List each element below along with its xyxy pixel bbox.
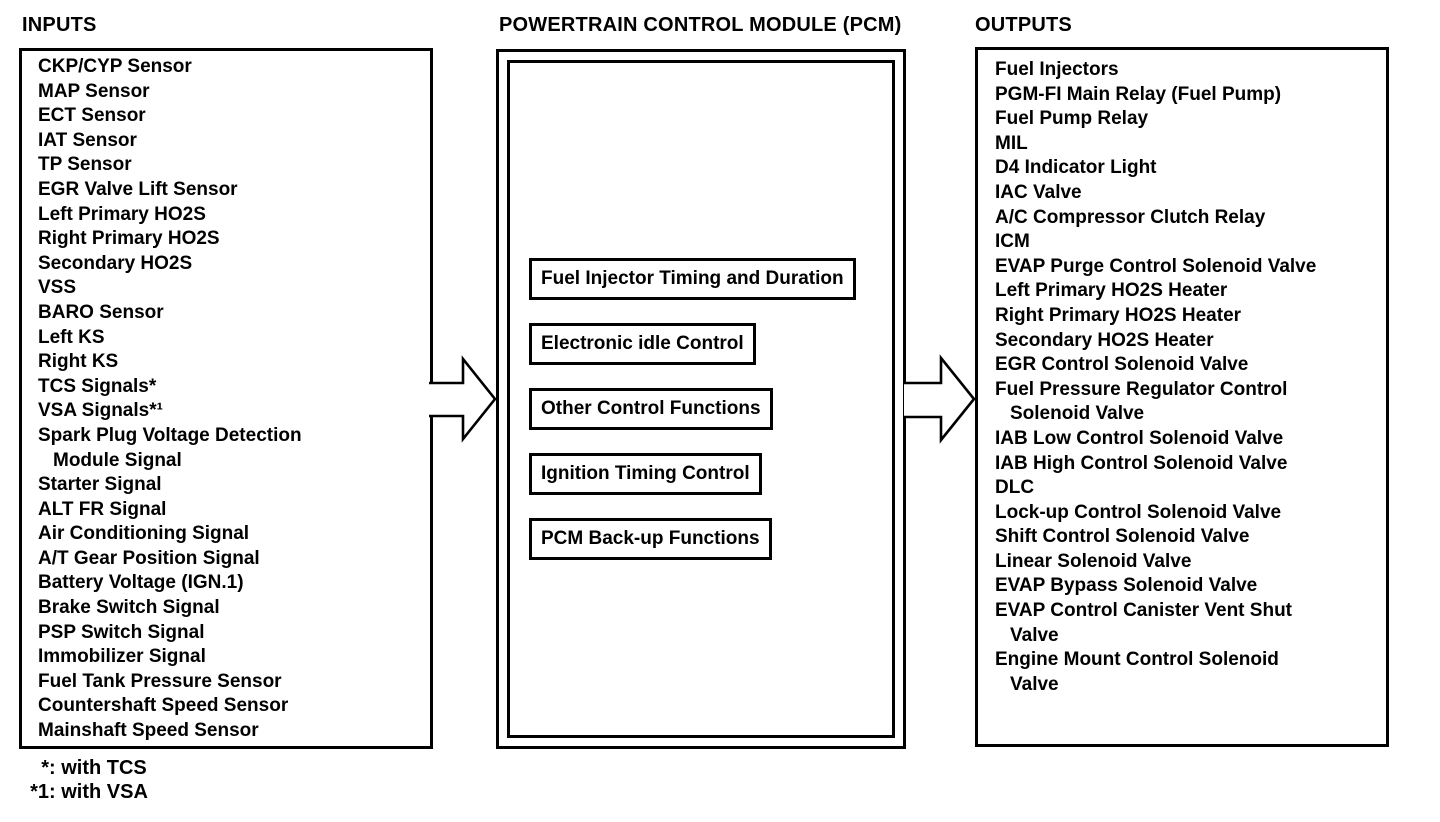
output-item: IAB Low Control Solenoid Valve: [995, 427, 1284, 449]
input-item: Module Signal: [53, 449, 182, 471]
input-item: Secondary HO2S: [38, 252, 193, 274]
input-item: ALT FR Signal: [38, 498, 167, 520]
input-item: EGR Valve Lift Sensor: [38, 178, 238, 200]
footnote-text: : with VSA: [49, 781, 148, 803]
footnote: *1: with VSA: [22, 780, 148, 804]
output-item: MIL: [995, 132, 1028, 154]
output-item: Fuel Injectors: [995, 59, 1119, 80]
output-item: Secondary HO2S Heater: [995, 329, 1214, 351]
footnote-text: : with TCS: [49, 757, 147, 779]
output-item: EVAP Bypass Solenoid Valve: [995, 575, 1258, 597]
pcm-function-box: PCM Back-up Functions: [529, 518, 772, 560]
input-item: PSP Switch Signal: [38, 621, 205, 643]
input-item: IAT Sensor: [38, 129, 137, 151]
footnotes: *: with TCS *1: with VSA: [22, 756, 148, 804]
input-item: Right Primary HO2S: [38, 228, 220, 250]
pcm-title: POWERTRAIN CONTROL MODULE (PCM): [499, 14, 902, 36]
output-item: Solenoid Valve: [1010, 403, 1145, 425]
footnote-marker: *: [41, 757, 49, 779]
output-item: EVAP Purge Control Solenoid Valve: [995, 255, 1317, 277]
pcm-function-box: Fuel Injector Timing and Duration: [529, 258, 856, 300]
input-item: Spark Plug Voltage Detection: [38, 424, 302, 446]
input-item: Left KS: [38, 326, 105, 348]
input-item: Countershaft Speed Sensor: [38, 695, 289, 717]
output-item: Linear Solenoid Valve: [995, 550, 1192, 572]
input-item: TP Sensor: [38, 154, 132, 176]
output-item: DLC: [995, 477, 1035, 499]
footnote-marker: *1: [30, 781, 49, 803]
output-item: IAC Valve: [995, 181, 1082, 203]
input-item: VSS: [38, 277, 77, 299]
output-item: ICM: [995, 231, 1030, 253]
output-item: EGR Control Solenoid Valve: [995, 354, 1249, 376]
input-item: Air Conditioning Signal: [38, 523, 250, 545]
pcm-function-box: Other Control Functions: [529, 388, 773, 430]
output-item: Fuel Pressure Regulator Control: [995, 378, 1288, 400]
output-item: D4 Indicator Light: [995, 157, 1157, 179]
output-item: PGM-FI Main Relay (Fuel Pump): [995, 83, 1282, 105]
output-item: Lock-up Control Solenoid Valve: [995, 501, 1282, 523]
output-item: A/C Compressor Clutch Relay: [995, 206, 1266, 228]
output-item: Shift Control Solenoid Valve: [995, 526, 1250, 548]
input-item: VSA Signals*¹: [38, 400, 163, 422]
input-item: MAP Sensor: [38, 80, 150, 102]
output-item: IAB High Control Solenoid Valve: [995, 452, 1288, 474]
output-item: EVAP Control Canister Vent Shut: [995, 600, 1293, 622]
output-item: Valve: [1010, 673, 1059, 695]
input-item: Immobilizer Signal: [38, 646, 206, 668]
pcm-to-outputs-arrow-icon: [904, 354, 976, 444]
input-item: BARO Sensor: [38, 301, 164, 323]
input-item: CKP/CYP Sensor: [38, 56, 192, 77]
output-item: Fuel Pump Relay: [995, 108, 1149, 130]
input-item: Starter Signal: [38, 474, 162, 496]
output-item: Right Primary HO2S Heater: [995, 304, 1242, 326]
footnote: *: with TCS: [22, 756, 148, 780]
input-item: A/T Gear Position Signal: [38, 547, 260, 569]
pcm-function-box: Electronic idle Control: [529, 323, 756, 365]
input-item: Fuel Tank Pressure Sensor: [38, 670, 282, 692]
inputs-to-pcm-arrow-icon: [429, 355, 497, 443]
input-item: TCS Signals*: [38, 375, 157, 397]
input-item: ECT Sensor: [38, 105, 146, 127]
output-item: Left Primary HO2S Heater: [995, 280, 1228, 302]
inputs-title: INPUTS: [22, 14, 97, 36]
input-item: Brake Switch Signal: [38, 597, 220, 619]
output-item: Engine Mount Control Solenoid: [995, 649, 1279, 671]
input-item: Right KS: [38, 351, 119, 373]
input-item: Battery Voltage (IGN.1): [38, 572, 244, 594]
output-item: Valve: [1010, 624, 1059, 646]
input-item: Mainshaft Speed Sensor: [38, 720, 259, 742]
pcm-function-box: Ignition Timing Control: [529, 453, 762, 495]
input-item: Left Primary HO2S: [38, 203, 206, 225]
outputs-title: OUTPUTS: [975, 14, 1072, 36]
